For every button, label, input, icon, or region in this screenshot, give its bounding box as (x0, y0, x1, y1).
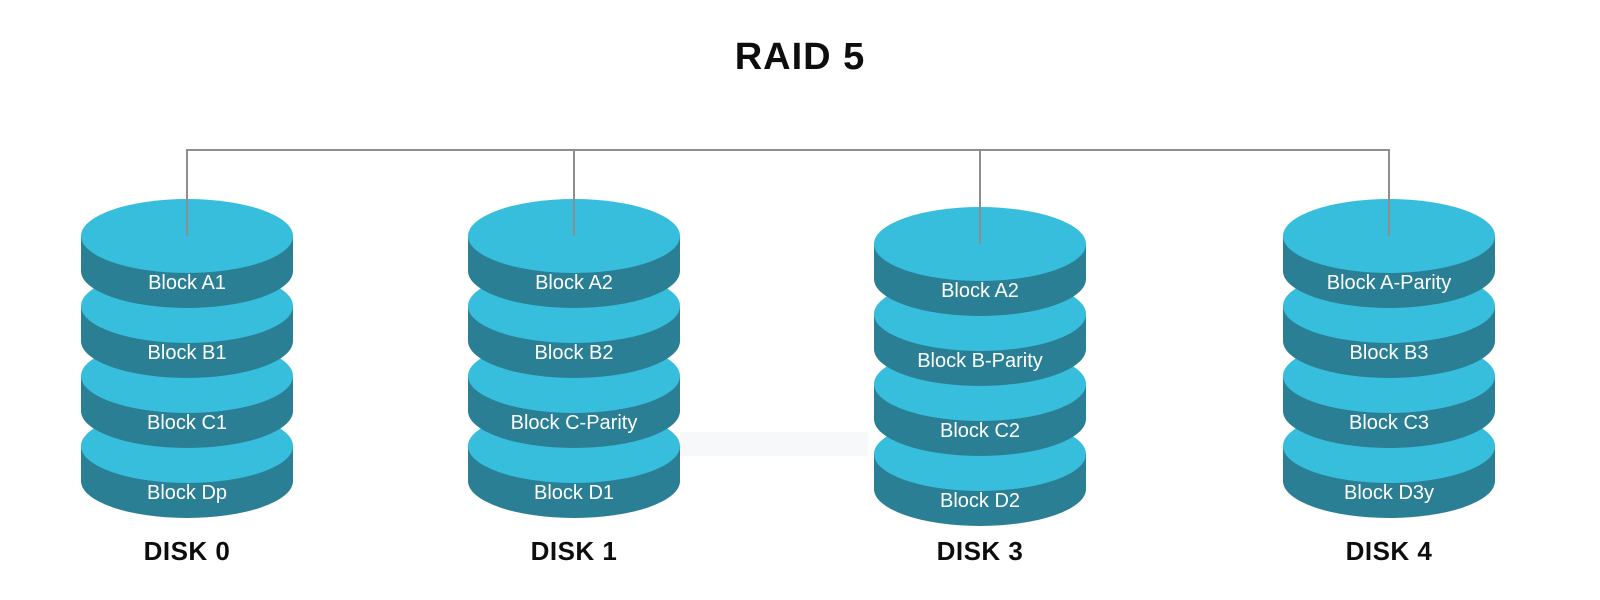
connector-disk-3 (979, 150, 981, 244)
block-label: Block C2 (939, 420, 1021, 442)
block-label: Block A2 (941, 280, 1019, 302)
block-label: Block C1 (146, 412, 228, 434)
disk-stack-4: Block A-Parity Block B3 Block C3 Block D… (1282, 0, 1496, 600)
disk-4-platters: Block A-Parity Block B3 Block C3 Block D… (1282, 198, 1496, 528)
disk-platter: Block B2 (467, 268, 681, 378)
disk-3-platters: Block A2 Block B-Parity Block C2 Block D… (873, 206, 1087, 536)
block-label: Block B3 (1349, 342, 1429, 364)
disk-platter: Block D3y (1282, 408, 1496, 518)
disk-platter: Block D2 (873, 416, 1087, 526)
disk-platter: Block D1 (467, 408, 681, 518)
disk-0-platters: Block A1 Block B1 Block C1 Block Dp (80, 198, 294, 528)
block-label: Block C3 (1348, 412, 1430, 434)
block-label: Block A1 (148, 272, 226, 294)
disk-name: DISK 1 (530, 536, 618, 566)
bus-line-horizontal (186, 149, 1390, 151)
background-artifact-band (680, 432, 868, 456)
disk-stack-0: Block A1 Block B1 Block C1 Block Dp DISK… (80, 0, 294, 600)
disk-platter: Block C1 (80, 338, 294, 448)
connector-disk-4 (1388, 150, 1390, 236)
block-label: Block A2 (535, 272, 613, 294)
block-label: Block Dp (146, 482, 228, 504)
disk-platter: Block A2 (873, 206, 1087, 316)
disk-name: DISK 4 (1345, 536, 1433, 566)
block-label: Block B-Parity (917, 350, 1043, 372)
block-label: Block D3y (1343, 482, 1435, 504)
disk-platter: Block B1 (80, 268, 294, 378)
block-label: Block B1 (147, 342, 227, 364)
disk-name: DISK 0 (143, 536, 231, 566)
disk-1-platters: Block A2 Block B2 Block C-Parity Block D… (467, 198, 681, 528)
disk-platter: Block B-Parity (873, 276, 1087, 386)
disk-platter: Block A1 (80, 198, 294, 308)
block-label: Block D1 (533, 482, 615, 504)
disk-platter: Block B3 (1282, 268, 1496, 378)
connector-disk-0 (186, 150, 188, 236)
disk-name: DISK 3 (936, 536, 1024, 566)
block-label: Block B2 (534, 342, 614, 364)
block-label: Block A-Parity (1326, 272, 1452, 294)
block-label: Block C-Parity (510, 412, 638, 434)
disk-stack-1: Block A2 Block B2 Block C-Parity Block D… (467, 0, 681, 600)
disk-platter: Block A-Parity (1282, 198, 1496, 308)
disk-platter: Block C-Parity (467, 338, 681, 448)
block-label: Block D2 (939, 490, 1021, 512)
connector-disk-1 (573, 150, 575, 236)
diagram-title: RAID 5 (734, 36, 866, 78)
disk-stack-3: Block A2 Block B-Parity Block C2 Block D… (873, 0, 1087, 600)
disk-platter: Block C2 (873, 346, 1087, 456)
disk-platter: Block C3 (1282, 338, 1496, 448)
disk-platter: Block Dp (80, 408, 294, 518)
disk-platter: Block A2 (467, 198, 681, 308)
